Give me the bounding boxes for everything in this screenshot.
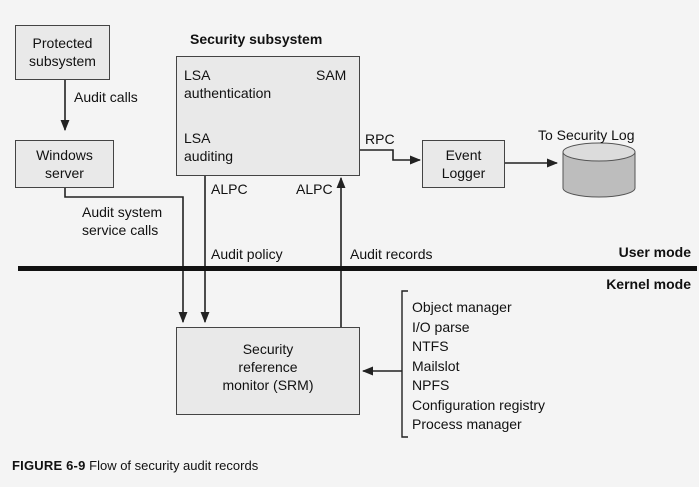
- audit-system-service-calls-label: Audit system service calls: [82, 204, 163, 238]
- kernel-component-item: NPFS: [412, 377, 450, 393]
- security-subsystem-title: Security subsystem: [190, 31, 323, 47]
- rpc-label: RPC: [365, 131, 395, 147]
- kernel-component-item: Process manager: [412, 416, 522, 432]
- windows-server-label: Windows server: [36, 147, 93, 181]
- kernel-components-list: Object manager I/O parse NTFS Mailslot N…: [412, 298, 545, 435]
- event-logger-label: Event Logger: [441, 147, 486, 181]
- arrow-rpc: [360, 149, 422, 165]
- kernel-component-item: Object manager: [412, 299, 512, 315]
- lsa-authentication-label: LSA authentication: [184, 67, 272, 101]
- audit-records-label: Audit records: [350, 246, 433, 262]
- figure-caption-text: Flow of security audit records: [89, 458, 259, 473]
- user-mode-label: User mode: [618, 244, 691, 260]
- kernel-component-item: Mailslot: [412, 357, 460, 374]
- kernel-component-item: Configuration registry: [412, 396, 546, 413]
- lsa-auditing-label: LSA auditing: [184, 130, 234, 164]
- protected-subsystem-box: [15, 25, 110, 80]
- srm-label: Security reference monitor (SRM): [222, 341, 314, 393]
- figure-id: FIGURE 6-9: [12, 458, 86, 473]
- kernel-component-item: NTFS: [412, 338, 449, 354]
- alpc-left-label: ALPC: [211, 181, 248, 197]
- audit-policy-label: Audit policy: [211, 246, 283, 262]
- security-log-database-icon: [562, 142, 636, 198]
- kernel-component-item: I/O parse: [412, 318, 470, 335]
- kernel-mode-label: Kernel mode: [606, 276, 691, 292]
- security-subsystem-box: [176, 56, 360, 176]
- arrow-audit-system-service-calls: [64, 188, 188, 324]
- figure-caption: FIGURE 6-9 Flow of security audit record…: [12, 458, 258, 473]
- components-bracket: [401, 290, 408, 438]
- srm-box: [176, 327, 360, 415]
- to-security-log-label: To Security Log: [538, 127, 635, 143]
- protected-subsystem-label: Protected subsystem: [29, 35, 96, 69]
- sam-label: SAM: [316, 67, 347, 83]
- mode-separator-line: [18, 266, 697, 271]
- windows-server-box: [15, 140, 114, 188]
- event-logger-box: [422, 140, 505, 188]
- alpc-right-label: ALPC: [296, 181, 333, 197]
- audit-calls-label: Audit calls: [74, 89, 138, 105]
